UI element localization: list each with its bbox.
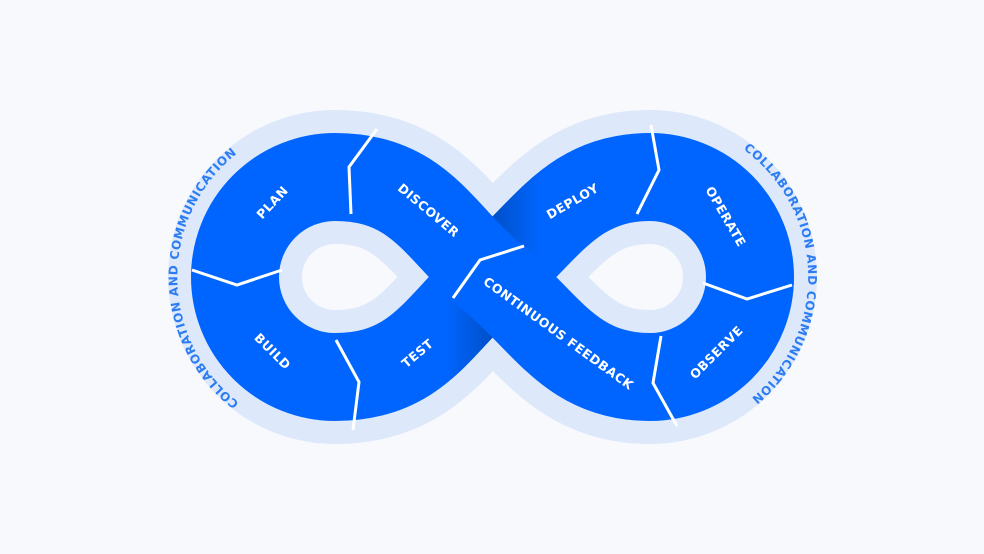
left-loop [191,133,337,421]
stage-separators [191,124,793,431]
infinity-band [191,133,794,421]
right-loop [648,133,794,421]
over-crossing [333,133,652,421]
